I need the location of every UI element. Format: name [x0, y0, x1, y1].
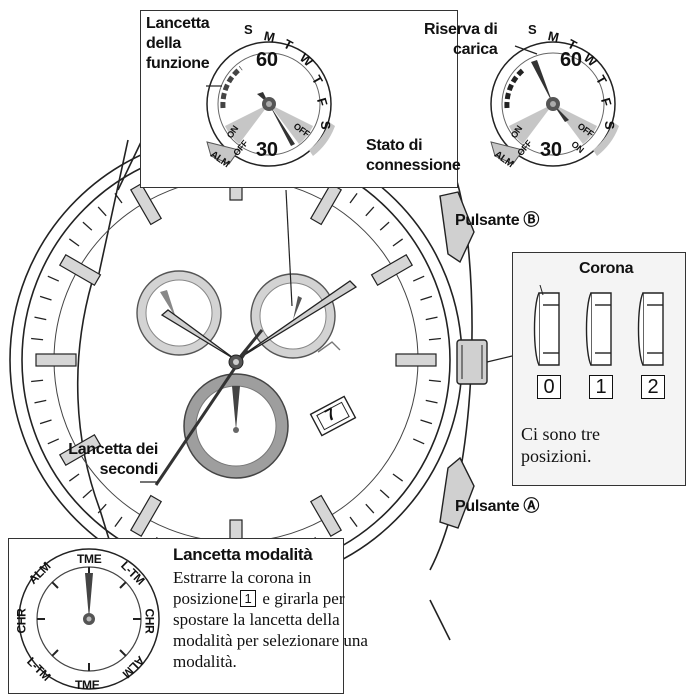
bezel-tick	[97, 206, 107, 217]
bezel-tick	[425, 316, 438, 321]
crown	[456, 339, 488, 385]
hour-marker	[395, 353, 437, 367]
crown-position-2: 2	[641, 375, 665, 399]
bezel-tick	[425, 399, 438, 404]
bezel-tick	[365, 503, 375, 514]
bezel-tick	[349, 192, 358, 204]
bezel-tick	[428, 337, 441, 341]
hour-marker	[309, 494, 343, 538]
bezel-tick	[420, 295, 433, 301]
hour-marker	[58, 433, 102, 467]
leader-lines	[140, 189, 513, 483]
main-hands	[154, 280, 358, 486]
bezel-tick	[34, 316, 47, 321]
crown-callout: Corona 0 1 2 Ci sono tre posizioni.	[512, 252, 686, 486]
bezel-tick	[365, 206, 375, 217]
mode-callout: TME L-TM CHR ALM TME L-TM CHR ALM Lancet…	[8, 538, 368, 694]
bezel-tick	[392, 238, 404, 247]
bezel-tick	[428, 379, 441, 383]
bezel-tick	[82, 221, 93, 231]
power-reserve-label: Riserva di carica	[424, 21, 498, 58]
bezel-tick	[114, 192, 123, 204]
date-window	[309, 395, 357, 437]
connection-status-label: Stato di connessione	[366, 137, 461, 174]
bezel-tick	[47, 438, 60, 445]
button-b-label: Pulsante Ⓑ	[455, 212, 540, 229]
button-a-label: Pulsante Ⓐ	[455, 498, 540, 515]
bezel-tick	[379, 489, 390, 499]
bezel-tick	[31, 379, 44, 383]
mode-label-chr-left: CHR	[14, 608, 29, 634]
mode-dial	[18, 548, 160, 690]
bezel-tick	[420, 419, 433, 425]
bezel-tick	[31, 337, 44, 341]
mode-label-tme-bottom: TME	[75, 678, 100, 692]
hour-marker	[370, 253, 414, 287]
seconds-hand-label: Lancetta dei secondi	[68, 441, 158, 478]
bezel-tick	[114, 516, 123, 528]
bezel-tick	[379, 221, 390, 231]
mode-label-tme-top: TME	[77, 552, 102, 566]
crown-position-0: 0	[537, 375, 561, 399]
pr-30: 30	[540, 139, 562, 161]
crown-title: Corona	[579, 260, 634, 277]
bezel-tick	[68, 473, 80, 482]
hour-marker	[129, 182, 163, 226]
bezel-tick	[82, 489, 93, 499]
pr-60: 60	[560, 49, 582, 71]
bezel-tick	[412, 438, 425, 445]
hour-marker	[129, 494, 163, 538]
bezel-tick	[97, 503, 107, 514]
hour-marker	[35, 353, 77, 367]
dial-day-s: S	[244, 22, 253, 37]
bezel-tick	[412, 275, 425, 282]
bezel-tick	[392, 473, 404, 482]
push-button-b	[439, 191, 475, 264]
crown-note: Ci sono tre posizioni.	[521, 424, 600, 466]
hour-marker	[309, 182, 343, 226]
bezel-tick	[47, 275, 60, 282]
mode-label-chr-right: CHR	[142, 608, 157, 634]
dial-30: 30	[256, 139, 278, 161]
function-hand-label: Lancetta della funzione	[146, 15, 210, 72]
subdial-right	[250, 273, 341, 359]
inline-position-1: 1	[240, 590, 257, 607]
crown-position-1: 1	[589, 375, 613, 399]
dial-60: 60	[256, 49, 278, 71]
crown-positions-illustration	[533, 285, 664, 366]
hour-marker	[58, 253, 102, 287]
bezel-tick	[39, 295, 52, 301]
push-button-a	[439, 456, 475, 529]
mode-hand-title: Lancetta modalità	[173, 545, 313, 564]
dial-day-s2: S	[318, 120, 334, 130]
bezel-tick	[68, 238, 80, 247]
pr-day-s2: S	[602, 120, 618, 130]
bezel-tick	[39, 419, 52, 425]
bezel-tick	[349, 516, 358, 528]
bezel-tick	[34, 399, 47, 404]
subdial-bottom	[183, 373, 289, 479]
pr-day-s: S	[528, 22, 537, 37]
